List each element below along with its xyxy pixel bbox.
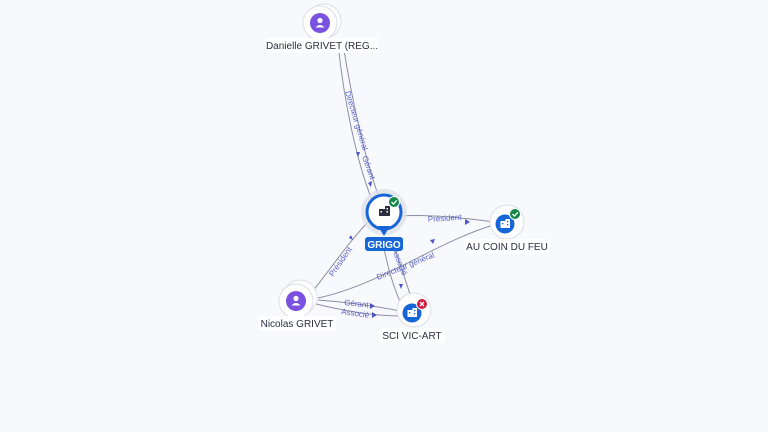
arrow-head: [356, 152, 360, 157]
arrow-head: [368, 181, 372, 187]
edge-danielle-grigo-dg[interactable]: [337, 43, 373, 201]
arrow-head: [349, 235, 353, 240]
edge-grigo-aucoin[interactable]: [397, 214, 495, 223]
edge-label-directeur-general: Directeur général: [343, 90, 370, 152]
user-icon: [315, 17, 325, 28]
node-scivic[interactable]: SCI VIC-ART: [379, 292, 445, 343]
node-label-danielle: Danielle GRIVET (REG...: [266, 41, 378, 52]
arrow-head: [430, 239, 435, 244]
node-danielle[interactable]: Danielle GRIVET (REG...: [266, 3, 378, 53]
edge-label-president-aucoin: Président: [428, 213, 463, 224]
arrow-head: [465, 219, 470, 225]
close-icon: [419, 301, 425, 307]
check-icon: [391, 199, 398, 205]
building-icon: [407, 308, 417, 317]
building-icon: [379, 206, 390, 216]
check-icon: [512, 211, 519, 217]
user-icon: [291, 295, 301, 306]
edges: Directeur général Gérant Président Prési…: [311, 43, 495, 320]
edge-label-gerant-danielle: Gérant: [360, 155, 377, 182]
building-icon: [500, 219, 510, 228]
edge-nicolas-grigo[interactable]: [311, 219, 371, 293]
arrow-head: [370, 303, 375, 309]
edge-nicolas-scivic-associe[interactable]: [315, 303, 401, 317]
node-label-nicolas: Nicolas GRIVET: [261, 319, 334, 330]
edge-label-associe-nicolas: Associé: [341, 307, 371, 320]
node-grigo[interactable]: GRIGO: [361, 189, 407, 251]
edge-nicolas-aucoin[interactable]: [317, 224, 495, 299]
arrow-head: [399, 284, 403, 289]
edge-danielle-grigo-gerant[interactable]: [342, 43, 381, 201]
arrow-head: [372, 312, 377, 318]
node-label-aucoin: AU COIN DU FEU: [466, 242, 548, 253]
edge-nicolas-scivic-gerant[interactable]: [317, 299, 401, 312]
edge-label-gerant-nicolas: Gérant: [344, 298, 370, 310]
node-label-scivic: SCI VIC-ART: [382, 331, 441, 342]
node-aucoin[interactable]: AU COIN DU FEU: [464, 204, 550, 254]
node-nicolas[interactable]: Nicolas GRIVET: [258, 279, 336, 331]
edge-label-president-nicolas: Président: [327, 245, 354, 278]
node-label-grigo: GRIGO: [367, 240, 401, 251]
